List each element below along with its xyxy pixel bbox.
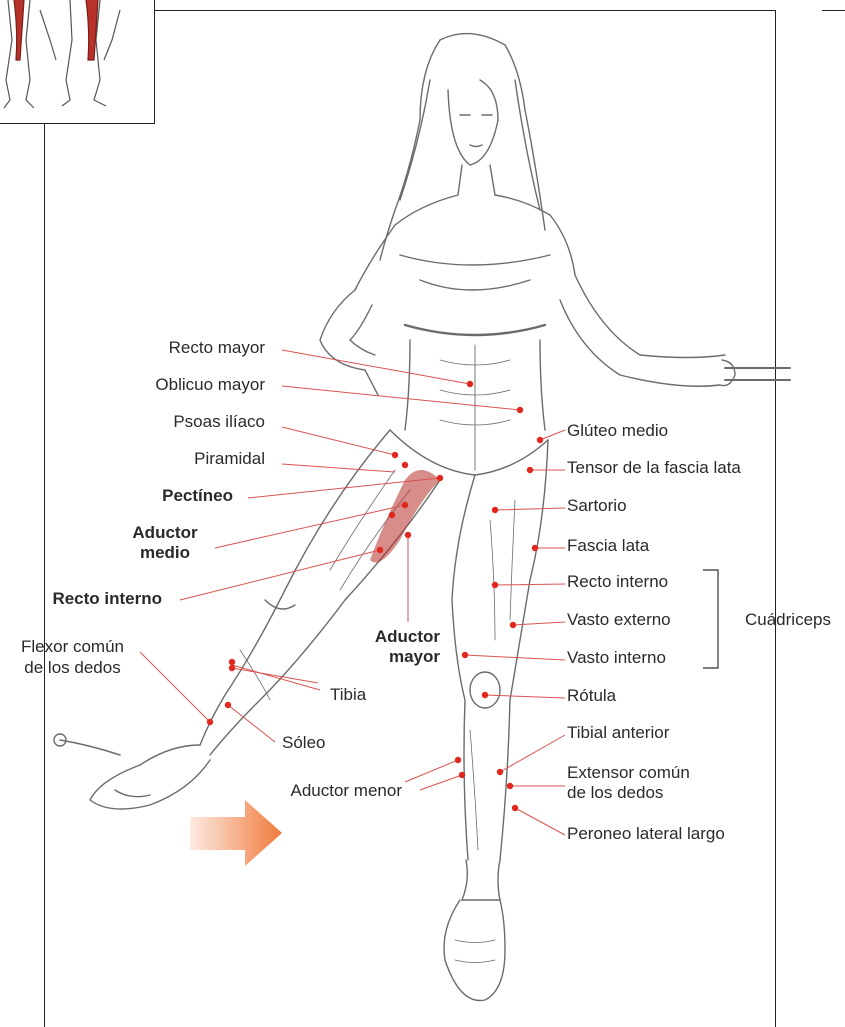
label-psoas-iliaco: Psoas ilíaco (120, 412, 265, 432)
label-extensor-comun-line2: de los dedos (567, 783, 663, 803)
label-cuadriceps: Cuádriceps (745, 610, 831, 630)
label-flexor-comun-line1: Flexor común (0, 637, 145, 657)
label-vasto-externo: Vasto externo (567, 610, 671, 630)
label-aductor-mayor-line1: Aductor (340, 627, 440, 647)
label-recto-interno-left: Recto interno (20, 589, 162, 609)
label-aductor-medio-line2: medio (120, 543, 210, 563)
woman-figure-sketch (54, 34, 790, 1001)
label-tibia: Tibia (330, 685, 366, 705)
label-tibial-anterior: Tibial anterior (567, 723, 669, 743)
right-arrow-icon (190, 800, 282, 866)
label-recto-interno-right: Recto interno (567, 572, 668, 592)
quadriceps-bracket (703, 570, 718, 668)
muscle-figure-thumbnail-icon (4, 0, 120, 108)
label-extensor-comun-line1: Extensor común (567, 763, 690, 783)
label-rotula: Rótula (567, 686, 616, 706)
label-aductor-medio-line1: Aductor (120, 523, 210, 543)
label-piramidal: Piramidal (120, 449, 265, 469)
label-flexor-comun-line2: de los dedos (0, 658, 145, 678)
label-gluteo-medio: Glúteo medio (567, 421, 668, 441)
label-fascia-lata: Fascia lata (567, 536, 649, 556)
muscle-dots (207, 381, 543, 811)
label-oblicuo-mayor: Oblicuo mayor (120, 375, 265, 395)
label-recto-mayor: Recto mayor (120, 338, 265, 358)
label-aductor-mayor-line2: mayor (340, 647, 440, 667)
label-sartorio: Sartorio (567, 496, 627, 516)
label-tensor-fascia-lata: Tensor de la fascia lata (567, 458, 741, 478)
label-peroneo-lateral-largo: Peroneo lateral largo (567, 824, 725, 844)
label-vasto-interno: Vasto interno (567, 648, 666, 668)
label-pectineo: Pectíneo (120, 486, 233, 506)
label-soleo: Sóleo (282, 733, 325, 753)
label-aductor-menor: Aductor menor (250, 781, 402, 801)
